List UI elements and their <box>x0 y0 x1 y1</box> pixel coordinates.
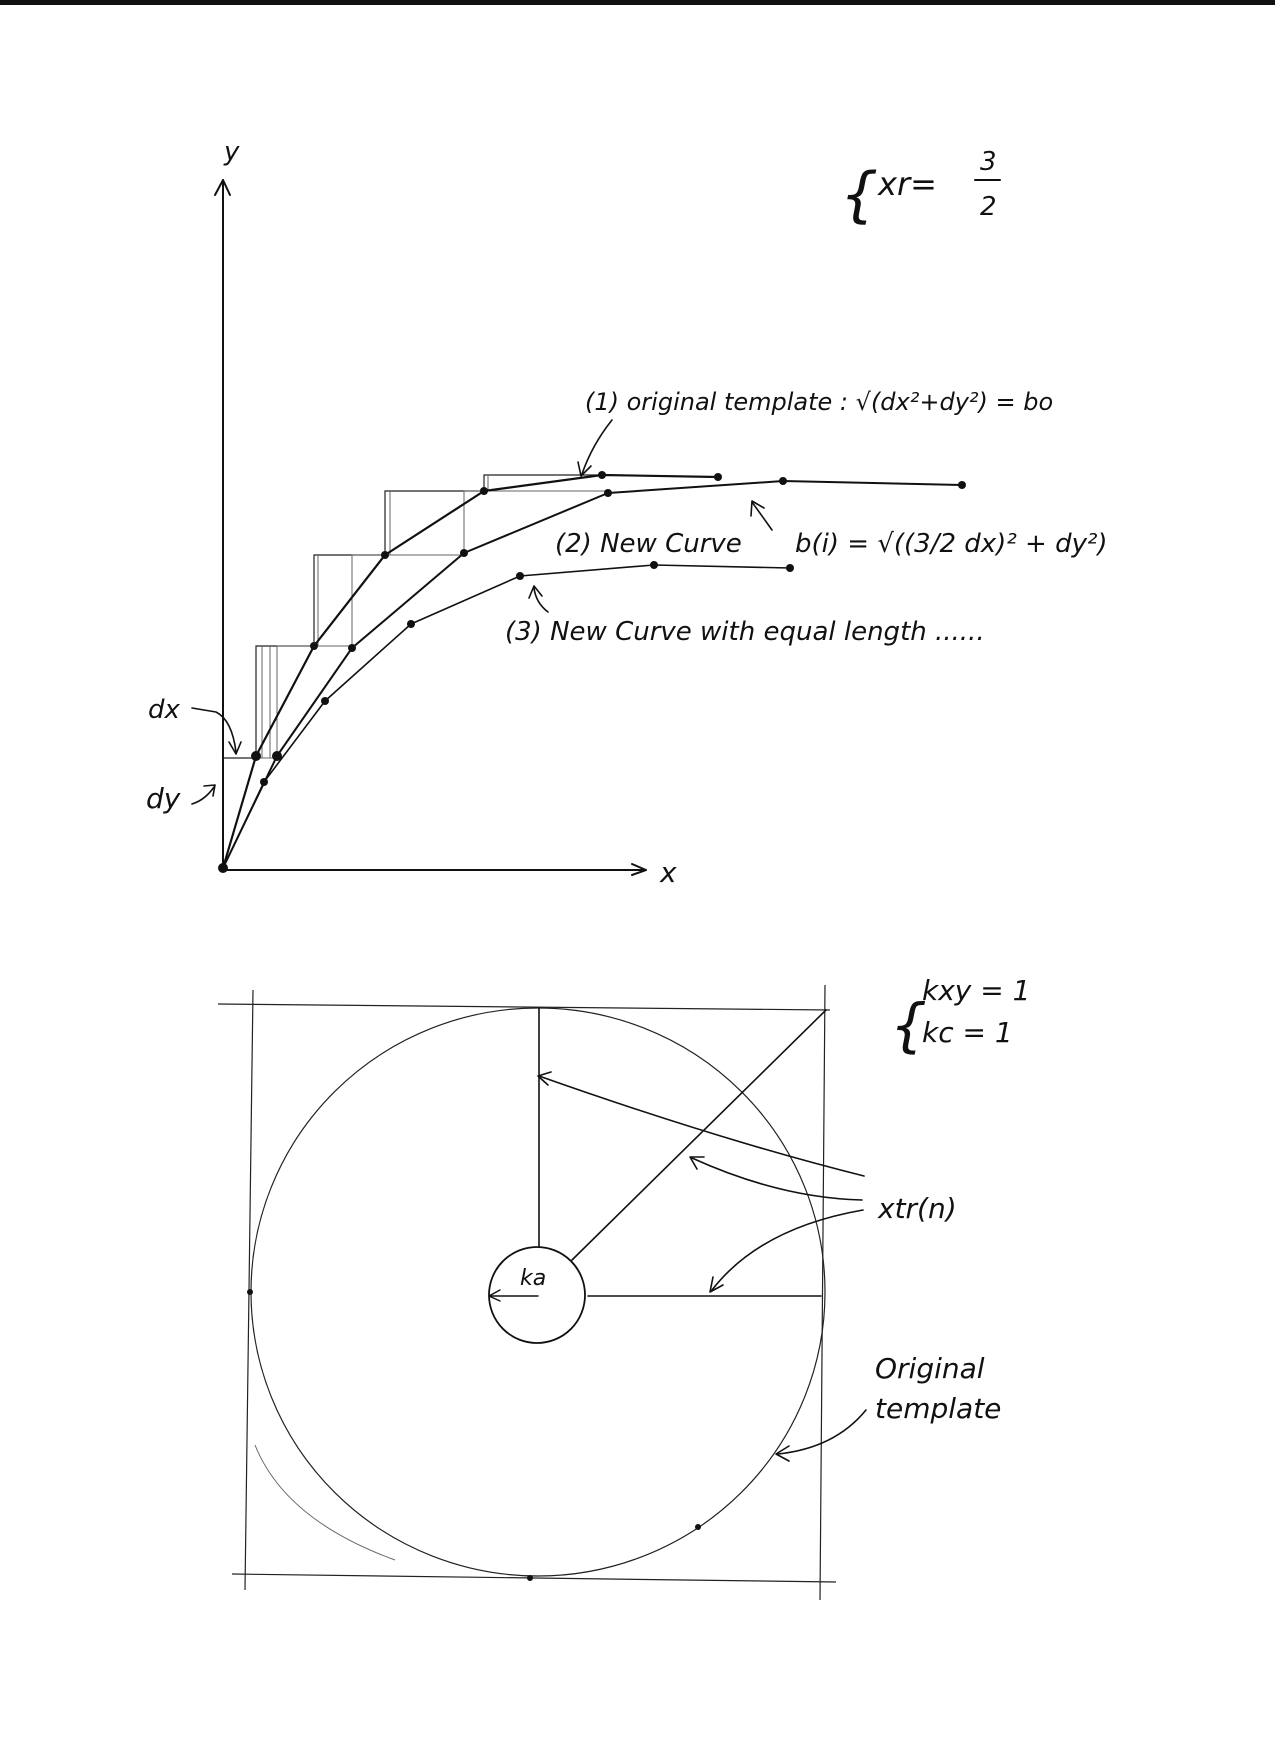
original-template-pointer-head <box>775 1445 790 1462</box>
xtr-pointer-1 <box>538 1075 865 1177</box>
curve-points <box>218 471 966 873</box>
constants-line-2: kc = 1 <box>922 1016 1013 1049</box>
constants-brace: { <box>890 991 927 1059</box>
xtr-pointer-2-head <box>689 1156 705 1170</box>
curve-3-pointer <box>533 587 549 613</box>
top-figure: y x { xr= 3 2 <box>146 137 1108 889</box>
inner-radius-arrow-head <box>488 1289 501 1302</box>
outer-circle-original-template <box>250 1007 826 1577</box>
xtr-pointer-3-head <box>709 1276 724 1293</box>
curve-2-label: (2) New Curve <box>555 529 742 559</box>
inner-circle-label: ka <box>520 1266 546 1291</box>
scan-speck-3 <box>247 1289 253 1295</box>
curve-3-pointer-head <box>528 585 543 599</box>
xtr-pointer-3 <box>711 1209 864 1291</box>
curve-3-label: (3) New Curve with equal length ...... <box>505 617 985 647</box>
curve-2-pointer-head <box>750 500 765 517</box>
original-template-pointer <box>777 1409 867 1455</box>
original-template-label-1: Original <box>875 1352 985 1385</box>
step-construction-lines <box>223 474 608 759</box>
dy-arrow <box>191 786 215 805</box>
curve-2-formula: b(i) = √((3/2 dx)² + dy²) <box>795 529 1108 559</box>
y-axis-arrow <box>214 179 231 196</box>
ratio-lhs: xr= <box>877 165 937 203</box>
curve-3-equal-length <box>222 564 791 869</box>
curve-2-pointer <box>751 501 773 531</box>
dx-arrow-head <box>228 741 242 755</box>
square-top <box>217 1003 831 1011</box>
curve-1-label: (1) original template : √(dx²+dy²) = bo <box>585 388 1053 416</box>
bottom-figure: ka xtr(n) { kxy = 1 kc = 1 Original temp… <box>217 974 1030 1601</box>
scan-speck-1 <box>695 1524 701 1530</box>
xtr-label: xtr(n) <box>877 1192 957 1225</box>
ratio-numerator: 3 <box>980 147 997 177</box>
faint-offset-arc <box>254 1444 396 1561</box>
original-template-label-2: template <box>875 1392 1001 1425</box>
dx-arrow <box>191 707 237 753</box>
scan-speck-2 <box>527 1575 533 1581</box>
x-axis-label: x <box>659 856 677 889</box>
curve-1-pointer-head <box>577 461 592 477</box>
xtr-pointer-2 <box>691 1157 863 1201</box>
scan-top-edge <box>0 0 1275 5</box>
ratio-brace: { <box>840 160 878 230</box>
curve-1-pointer <box>581 419 613 475</box>
x-axis-arrow <box>631 863 647 876</box>
radial-diagonal <box>571 1009 827 1261</box>
ratio-denominator: 2 <box>980 192 997 222</box>
dy-label: dy <box>146 782 181 815</box>
dy-arrow-head <box>203 784 216 797</box>
square-right <box>819 984 826 1601</box>
xtr-pointer-1-head <box>537 1071 552 1086</box>
inner-circle <box>488 1246 586 1344</box>
square-bottom <box>231 1573 837 1583</box>
y-axis-label: y <box>223 137 240 167</box>
dx-label: dx <box>148 695 181 725</box>
constants-line-1: kxy = 1 <box>922 974 1030 1007</box>
